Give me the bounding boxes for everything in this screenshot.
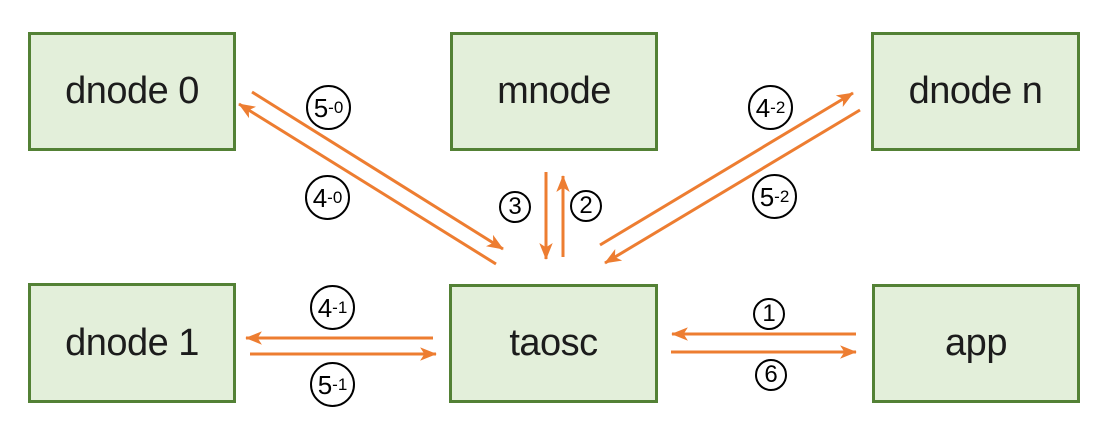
node-dnode-n-label: dnode n xyxy=(908,70,1043,112)
arrow-dnode-n-to-taosc xyxy=(604,108,861,265)
edge-label-3-number: 3 xyxy=(508,193,522,220)
arrow-dnode-0-to-taosc xyxy=(251,90,504,251)
edge-label-4-0-suffix: -0 xyxy=(327,188,343,207)
arrow-taosc-to-dnode-n xyxy=(599,91,854,247)
node-dnode-0-label: dnode 0 xyxy=(65,70,199,112)
node-mnode-label: mnode xyxy=(497,70,611,112)
edge-label-2-number: 2 xyxy=(579,192,593,219)
edge-label-5-1-number: 5 xyxy=(317,369,333,400)
edge-label-5-1: 5-1 xyxy=(310,362,355,407)
edge-label-6: 6 xyxy=(755,359,787,391)
edge-label-4-1-number: 4 xyxy=(317,292,333,323)
node-taosc: taosc xyxy=(449,284,658,403)
arrow-taosc-to-dnode-0 xyxy=(238,102,497,266)
edge-label-5-2: 5-2 xyxy=(752,174,797,219)
edge-label-3: 3 xyxy=(499,191,531,223)
edge-label-5-2-number: 5 xyxy=(759,181,775,212)
node-mnode: mnode xyxy=(450,32,658,151)
node-app: app xyxy=(872,284,1080,403)
edge-label-4-0: 4-0 xyxy=(305,175,350,220)
edge-label-5-0: 5-0 xyxy=(306,85,351,130)
edge-label-6-number: 6 xyxy=(764,361,778,388)
edge-label-1-number: 1 xyxy=(762,300,776,327)
edge-label-5-0-suffix: -0 xyxy=(328,98,344,117)
edge-label-4-2-suffix: -2 xyxy=(770,98,786,117)
edge-label-4-2: 4-2 xyxy=(748,85,793,130)
node-app-label: app xyxy=(945,322,1007,364)
edge-label-5-2-suffix: -2 xyxy=(774,187,790,206)
node-taosc-label: taosc xyxy=(509,322,598,364)
edge-label-4-2-number: 4 xyxy=(755,92,771,123)
node-dnode-n: dnode n xyxy=(871,32,1080,151)
edge-label-4-0-number: 4 xyxy=(312,182,328,213)
edge-label-5-1-suffix: -1 xyxy=(332,375,348,394)
edge-label-5-0-number: 5 xyxy=(313,92,329,123)
edge-label-4-1-suffix: -1 xyxy=(332,298,348,317)
edge-label-1: 1 xyxy=(753,298,785,330)
node-dnode-1: dnode 1 xyxy=(28,283,236,403)
node-dnode-1-label: dnode 1 xyxy=(65,321,199,364)
edge-label-2: 2 xyxy=(570,190,602,222)
node-dnode-0: dnode 0 xyxy=(28,32,236,151)
edge-label-4-1: 4-1 xyxy=(310,285,355,330)
